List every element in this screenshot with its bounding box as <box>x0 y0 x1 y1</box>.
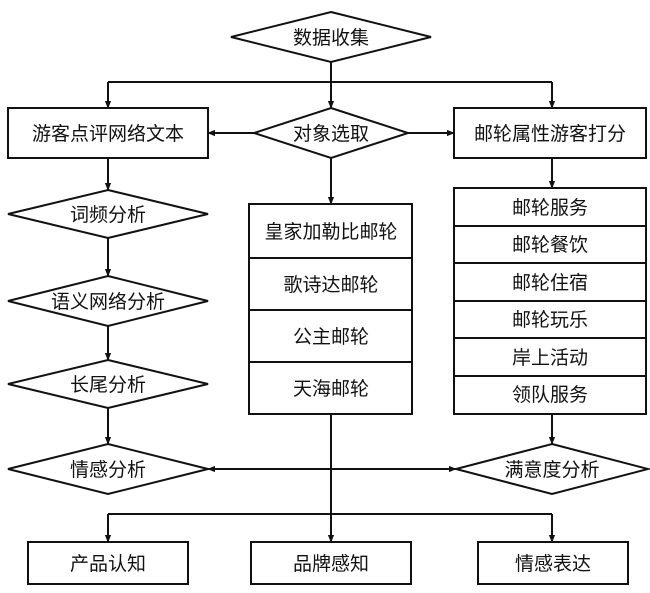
node-emotion-analysis: 情感分析 <box>7 442 209 496</box>
connectors <box>104 62 556 543</box>
node-semantic-network-label: 语义网络分析 <box>51 291 165 313</box>
attribute-cruise-dining: 邮轮餐饮 <box>512 234 588 256</box>
attribute-cruise-service: 邮轮服务 <box>512 197 588 219</box>
cruise-ship-princess: 公主邮轮 <box>293 326 369 348</box>
attribute-cruise-entertainment: 邮轮玩乐 <box>512 309 588 331</box>
cruise-ship-royal-caribbean: 皇家加勒比邮轮 <box>264 221 397 243</box>
node-product-cognition: 产品认知 <box>27 541 189 585</box>
node-brand-perception: 品牌感知 <box>250 541 412 585</box>
attribute-tour-leader-service: 领队服务 <box>512 384 588 406</box>
node-cruise-rating: 邮轮属性游客打分 <box>453 107 647 159</box>
node-long-tail: 长尾分析 <box>7 358 209 410</box>
node-object-selection: 对象选取 <box>250 106 412 160</box>
cruise-attributes-list: 邮轮服务 邮轮餐饮 邮轮住宿 邮轮玩乐 岸上活动 领队服务 <box>453 187 647 415</box>
node-satisfaction-analysis-label: 满意度分析 <box>504 459 599 481</box>
node-emotion-analysis-label: 情感分析 <box>70 459 146 481</box>
attribute-shore-activities: 岸上活动 <box>512 347 588 369</box>
node-review-text: 游客点评网络文本 <box>7 107 209 159</box>
cruise-ship-costa: 歌诗达邮轮 <box>283 274 378 296</box>
node-product-cognition-label: 产品认知 <box>70 553 146 575</box>
node-semantic-network: 语义网络分析 <box>7 274 209 328</box>
node-object-selection-label: 对象选取 <box>293 123 369 145</box>
node-long-tail-label: 长尾分析 <box>70 374 146 396</box>
node-cruise-rating-label: 邮轮属性游客打分 <box>474 123 626 145</box>
node-emotion-expression-label: 情感表达 <box>515 553 591 575</box>
cruise-ships-list: 皇家加勒比邮轮 歌诗达邮轮 公主邮轮 天海邮轮 <box>248 203 413 415</box>
node-word-frequency-label: 词频分析 <box>70 204 146 226</box>
node-brand-perception-label: 品牌感知 <box>293 553 369 575</box>
node-emotion-expression: 情感表达 <box>477 541 629 585</box>
node-data-collection: 数据收集 <box>230 10 432 64</box>
cruise-ship-skysea: 天海邮轮 <box>293 378 369 400</box>
attribute-cruise-lodging: 邮轮住宿 <box>512 272 588 294</box>
node-satisfaction-analysis: 满意度分析 <box>452 442 650 496</box>
node-word-frequency: 词频分析 <box>7 188 209 240</box>
node-data-collection-label: 数据收集 <box>293 27 369 49</box>
node-review-text-label: 游客点评网络文本 <box>32 123 184 145</box>
